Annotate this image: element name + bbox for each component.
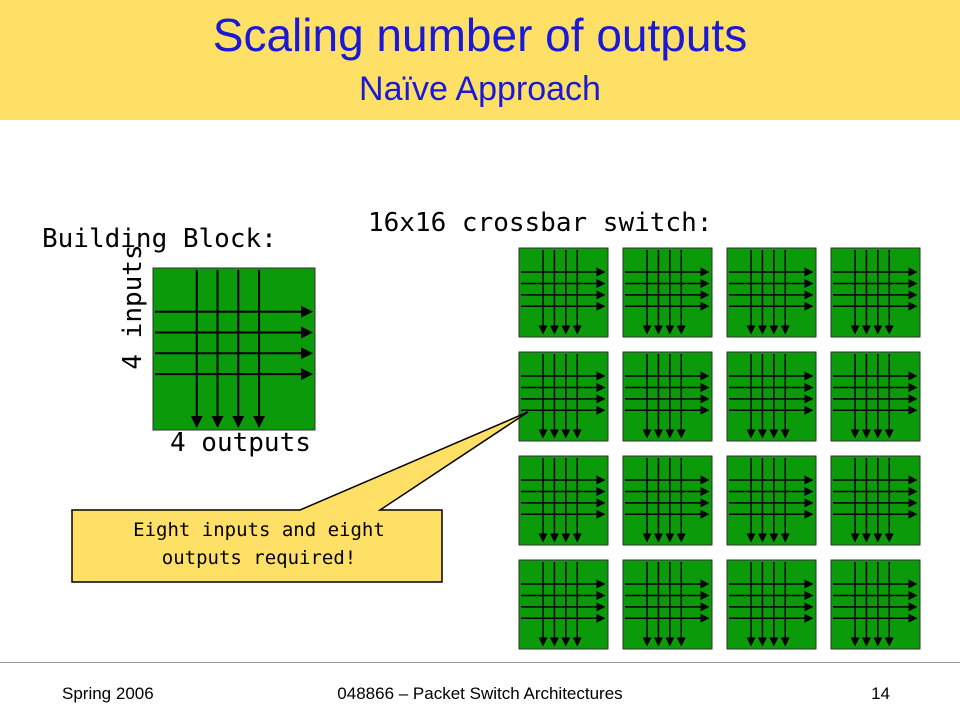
block-square — [518, 559, 609, 650]
inputs-label: 4 inputs — [118, 244, 148, 370]
block-square — [726, 247, 817, 338]
crossbar-block — [518, 455, 609, 546]
block-square — [830, 351, 921, 442]
block-square — [830, 559, 921, 650]
callout — [71, 411, 529, 583]
footer-page-number: 14 — [871, 684, 890, 703]
block-square — [726, 559, 817, 650]
block-square — [830, 455, 921, 546]
footer-divider — [0, 662, 960, 663]
block-square — [726, 351, 817, 442]
callout-text: Eight inputs and eight outputs required! — [78, 516, 440, 572]
footer-date: Spring 2006 — [62, 684, 154, 703]
crossbar-block — [830, 351, 921, 442]
crossbar-block — [830, 559, 921, 650]
block-square — [518, 247, 609, 338]
outputs-label: 4 outputs — [170, 428, 311, 458]
crossbar-block — [622, 455, 713, 546]
block-square — [726, 455, 817, 546]
crossbar-block — [622, 559, 713, 650]
crossbar-block — [726, 247, 817, 338]
callout-line-2: outputs required! — [161, 547, 357, 569]
crossbar-block — [518, 351, 609, 442]
crossbar-block — [622, 351, 713, 442]
crossbar-block — [726, 455, 817, 546]
title-band — [0, 0, 960, 120]
block-square — [622, 247, 713, 338]
callout-bubble — [71, 411, 529, 583]
block-square — [622, 455, 713, 546]
crossbar-block — [726, 351, 817, 442]
crossbar-label: 16x16 crossbar switch: — [368, 208, 713, 238]
building-block-label: Building Block: — [42, 224, 277, 254]
crossbar-block — [518, 559, 609, 650]
block-square — [518, 351, 609, 442]
crossbar-block — [726, 559, 817, 650]
crossbar-block — [830, 247, 921, 338]
block-square — [622, 559, 713, 650]
block-square — [518, 455, 609, 546]
slide-title: Scaling number of outputs — [212, 9, 748, 61]
block-square — [830, 247, 921, 338]
block-square — [622, 351, 713, 442]
crossbar-block — [830, 455, 921, 546]
footer-course: 048866 – Packet Switch Architectures — [337, 684, 623, 703]
crossbar-block — [518, 247, 609, 338]
building-block — [152, 267, 316, 431]
slide-subtitle: Naïve Approach — [359, 70, 601, 108]
callout-line-1: Eight inputs and eight — [133, 519, 385, 541]
crossbar-block — [622, 247, 713, 338]
block-square — [152, 267, 316, 431]
